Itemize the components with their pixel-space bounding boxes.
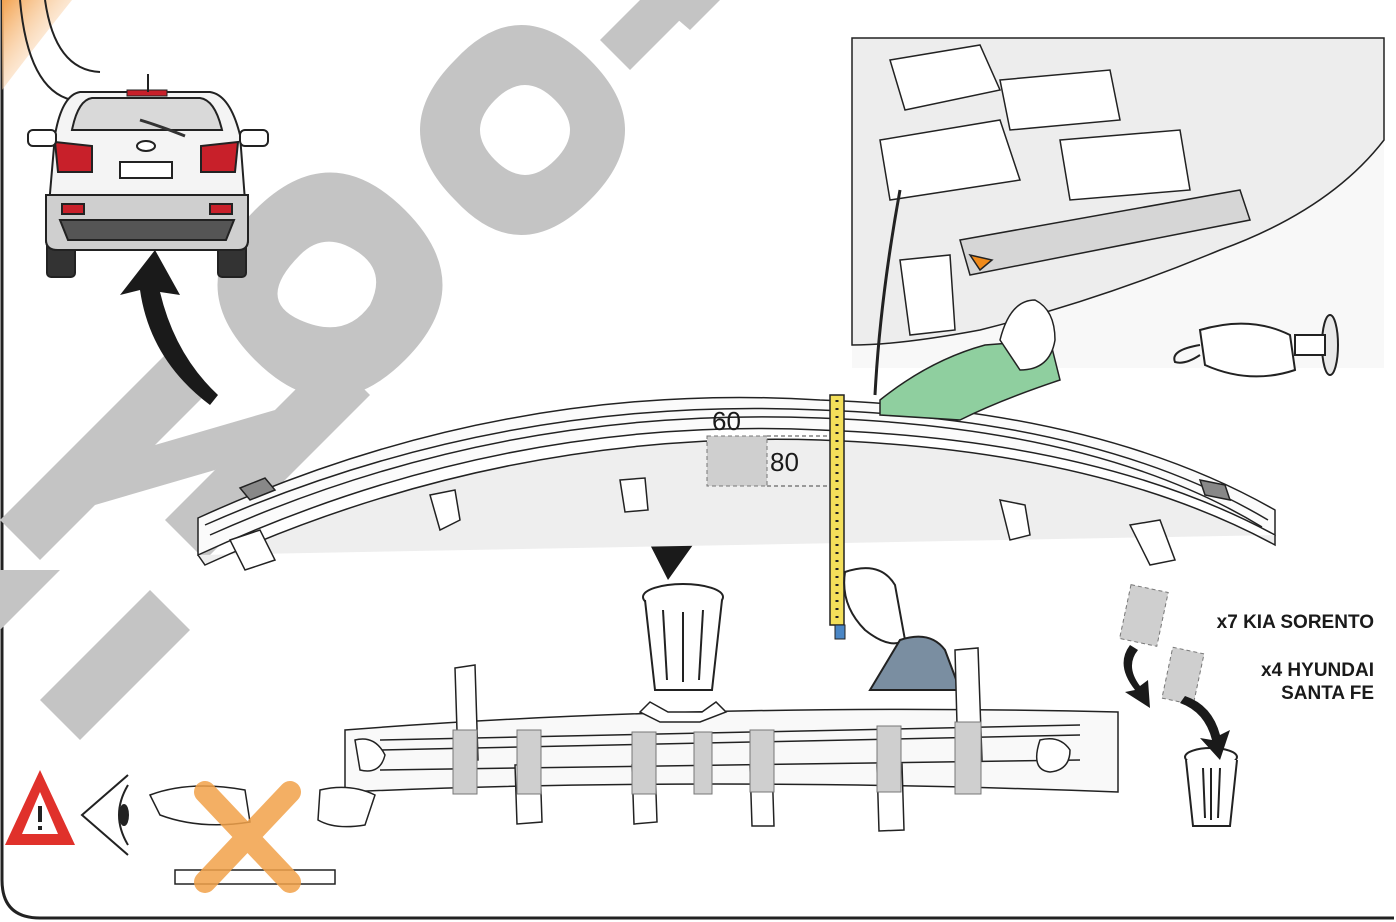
warning-triangle-icon — [5, 770, 75, 845]
cut-height-label: 80 — [770, 447, 799, 478]
corner-tab — [2, 0, 100, 100]
cut-width-label: 60 — [712, 406, 741, 437]
hand-illustration — [844, 568, 960, 690]
model-hyundai-line2: SANTA FE — [1170, 682, 1374, 705]
model-hyundai-line1: x4 HYUNDAI — [1170, 659, 1374, 682]
model-kia-label: x7 KIA SORENTO — [1150, 611, 1374, 634]
suv-rear-view — [28, 74, 268, 277]
model-hyundai-label: x4 HYUNDAI SANTA FE — [1170, 659, 1374, 705]
underbody-view — [852, 38, 1384, 420]
eye-icon — [82, 775, 128, 855]
trash-bin-icon — [1185, 748, 1237, 826]
trash-bin-icon — [643, 584, 723, 690]
tape-measure-icon — [830, 395, 845, 639]
cut-patch-top — [707, 436, 767, 486]
curved-arrow-icon — [1124, 645, 1150, 708]
